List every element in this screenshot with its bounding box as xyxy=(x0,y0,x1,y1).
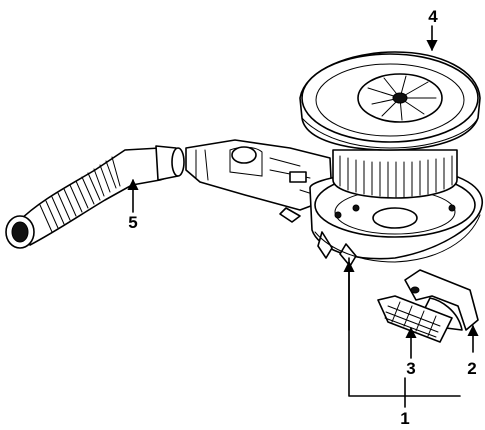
callout-4: 4 xyxy=(428,7,438,26)
air-cleaner-snorkel xyxy=(185,139,333,223)
air-cleaner-cover xyxy=(299,51,481,151)
filter-element xyxy=(332,149,458,199)
callout-5: 5 xyxy=(128,213,137,232)
screen-filter xyxy=(377,295,453,343)
callout-2: 2 xyxy=(467,359,476,378)
leader-lines xyxy=(127,25,479,408)
callout-1: 1 xyxy=(400,409,409,428)
callout-3: 3 xyxy=(406,359,415,378)
intake-hose xyxy=(5,145,185,249)
